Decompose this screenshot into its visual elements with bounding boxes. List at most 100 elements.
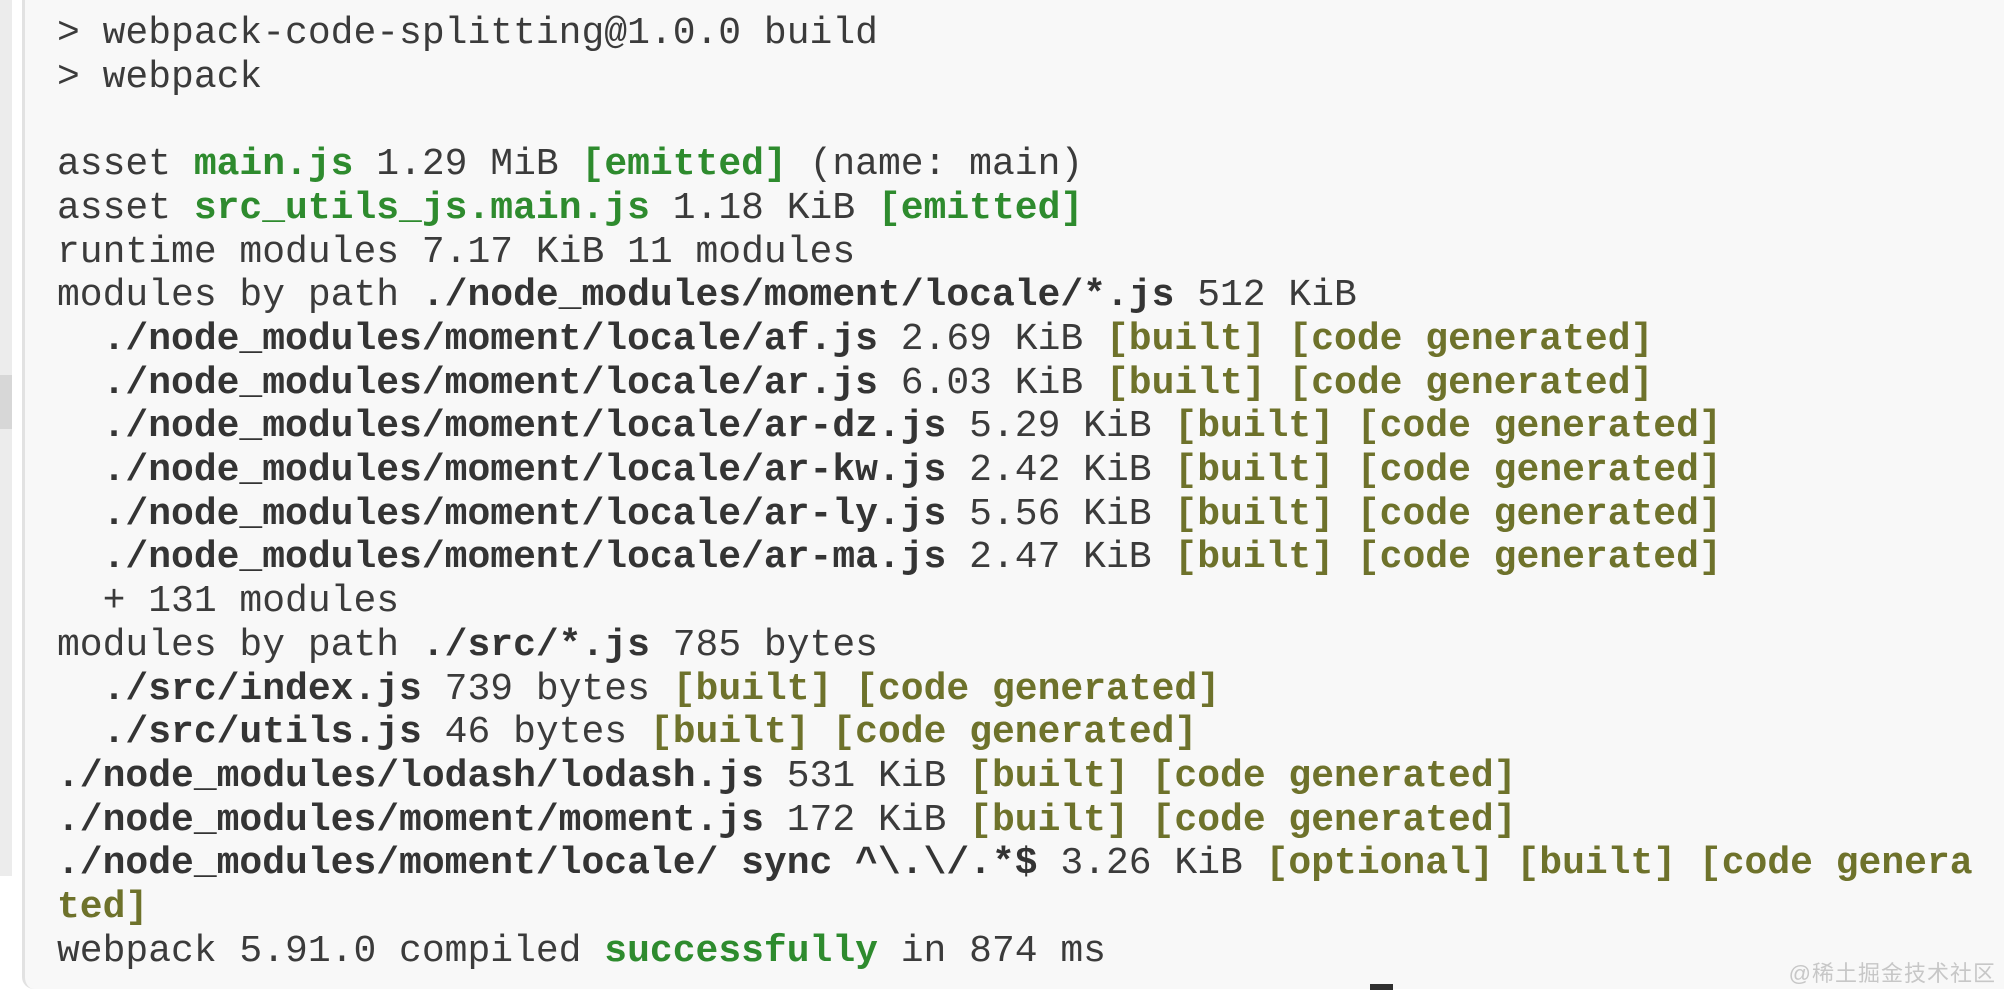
terminal-segment: modules by path: [57, 623, 422, 667]
terminal-segment: (name: main): [786, 143, 1084, 187]
terminal-segment: 172 KiB: [763, 798, 970, 842]
terminal-segment: [built]: [1174, 536, 1335, 580]
terminal-segment: [code generated]: [1356, 449, 1722, 493]
terminal-segment: [built]: [1174, 405, 1335, 449]
terminal-segment: [1266, 362, 1289, 405]
terminal-segment: ./node_modules/moment/locale/*.js: [421, 274, 1175, 318]
terminal-segment: [1129, 799, 1152, 842]
terminal-segment: [1334, 536, 1357, 579]
terminal-segment: 739 bytes: [421, 667, 673, 711]
terminal-segment: 3.26 KiB: [1037, 842, 1266, 886]
terminal-segment: [code generated]: [1356, 492, 1722, 536]
scrollbar-thumb[interactable]: [0, 375, 12, 429]
terminal-line: ./node_modules/lodash/lodash.js 531 KiB …: [57, 755, 2004, 799]
terminal-line: asset main.js 1.29 MiB [emitted] (name: …: [57, 143, 2004, 187]
terminal-line: asset src_utils_js.main.js 1.18 KiB [emi…: [57, 187, 2004, 231]
terminal-segment: [emitted]: [581, 143, 787, 187]
terminal-segment: ./src/utils.js: [102, 711, 422, 755]
terminal-segment: [emitted]: [877, 186, 1084, 230]
terminal-line: + 131 modules: [57, 580, 2004, 624]
terminal-segment: 5.29 KiB: [946, 405, 1175, 449]
terminal-segment: main.js: [193, 143, 354, 187]
terminal-segment: [1676, 842, 1699, 885]
terminal-segment: [57, 449, 103, 492]
terminal-segment: [810, 711, 833, 754]
terminal-segment: + 131 modules: [57, 580, 400, 624]
terminal-segment: ./node_modules/moment/locale/ar-dz.js: [102, 405, 947, 449]
terminal-segment: [57, 493, 103, 536]
terminal-segment: [code generated]: [1356, 536, 1722, 580]
terminal-line: ./node_modules/moment/locale/ar-kw.js 2.…: [57, 449, 2004, 493]
terminal-segment: [code generated]: [1151, 798, 1517, 842]
terminal-line: ./node_modules/moment/locale/ sync ^\.\/…: [57, 842, 2004, 886]
terminal-segment: 512 KiB: [1174, 274, 1357, 318]
terminal-segment: ./src/index.js: [102, 667, 422, 711]
terminal-segment: ./node_modules/moment/locale/af.js: [102, 317, 878, 361]
terminal-line: ./node_modules/moment/locale/ar-ly.js 5.…: [57, 493, 2004, 537]
terminal-line: modules by path ./node_modules/moment/lo…: [57, 274, 2004, 318]
terminal-segment: [code generated]: [855, 667, 1221, 711]
cursor-block: [1370, 984, 1393, 990]
terminal-line: ./node_modules/moment/locale/ar.js 6.03 …: [57, 362, 2004, 406]
terminal-segment: 5.56 KiB: [946, 492, 1175, 536]
terminal-segment: [built]: [1174, 492, 1335, 536]
terminal-segment: [57, 711, 103, 754]
terminal-segment: [built]: [1174, 449, 1335, 493]
terminal-segment: 2.42 KiB: [946, 449, 1175, 493]
terminal-segment: [1334, 449, 1357, 492]
terminal-segment: > webpack: [57, 55, 263, 99]
terminal-segment: 2.47 KiB: [946, 536, 1175, 580]
terminal-segment: src_utils_js.main.js: [193, 186, 650, 230]
terminal-segment: ./node_modules/moment/moment.js: [57, 798, 764, 842]
terminal-segment: ./node_modules/moment/locale/ar-ma.js: [102, 536, 947, 580]
terminal-segment: [code generated]: [832, 711, 1198, 755]
terminal-segment: ted]: [57, 886, 149, 930]
terminal-segment: 1.18 KiB: [649, 186, 878, 230]
terminal-segment: 46 bytes: [421, 711, 650, 755]
terminal-segment: [optional]: [1265, 842, 1494, 886]
terminal-segment: [built]: [1105, 317, 1266, 361]
terminal-segment: [code generated]: [1288, 317, 1654, 361]
terminal-segment: [1266, 318, 1289, 361]
terminal-segment: [57, 318, 103, 361]
terminal-segment: [832, 668, 855, 711]
terminal-segment: 6.03 KiB: [877, 361, 1106, 405]
terminal-line: > webpack-code-splitting@1.0.0 build: [57, 12, 2004, 56]
terminal-line: [57, 99, 2004, 143]
terminal-output: > webpack-code-splitting@1.0.0 build> we…: [25, 0, 2004, 973]
terminal-segment: [code generated]: [1288, 361, 1654, 405]
terminal-segment: > webpack-code-splitting@1.0.0 build: [57, 12, 878, 55]
terminal-segment: [57, 668, 103, 711]
terminal-line: ./src/utils.js 46 bytes [built] [code ge…: [57, 711, 2004, 755]
terminal-segment: runtime modules 7.17 KiB 11 modules: [57, 230, 856, 274]
terminal-segment: successfully: [604, 929, 878, 973]
terminal-line: runtime modules 7.17 KiB 11 modules: [57, 231, 2004, 275]
terminal-segment: [built]: [969, 798, 1129, 842]
scrollbar-track[interactable]: [0, 0, 12, 876]
watermark: @稀土掘金技术社区: [1788, 961, 1996, 986]
terminal-line: ./node_modules/moment/locale/ar-dz.js 5.…: [57, 405, 2004, 449]
terminal-segment: 1.29 MiB: [353, 143, 582, 187]
terminal-segment: 785 bytes: [649, 623, 878, 667]
terminal-line: ./node_modules/moment/locale/ar-ma.js 2.…: [57, 536, 2004, 580]
terminal-segment: asset: [57, 143, 194, 187]
terminal-line: ted]: [57, 886, 2004, 930]
terminal-line: webpack 5.91.0 compiled successfully in …: [57, 930, 2004, 974]
terminal-line: > webpack: [57, 56, 2004, 100]
terminal-segment: [built]: [672, 667, 833, 711]
terminal-segment: in 874 ms: [877, 929, 1106, 973]
terminal-segment: [1129, 755, 1152, 798]
terminal-segment: [code genera: [1698, 842, 1973, 886]
terminal-segment: ./node_modules/moment/locale/ar-ly.js: [102, 492, 947, 536]
code-block-panel: > webpack-code-splitting@1.0.0 build> we…: [22, 0, 2004, 989]
terminal-segment: ./node_modules/moment/locale/ar.js: [102, 361, 878, 405]
terminal-segment: modules by path: [57, 274, 422, 318]
terminal-segment: [code generated]: [1151, 754, 1517, 798]
terminal-segment: [57, 536, 103, 579]
terminal-line: ./node_modules/moment/locale/af.js 2.69 …: [57, 318, 2004, 362]
terminal-segment: webpack 5.91.0 compiled: [57, 929, 605, 973]
terminal-line: ./node_modules/moment/moment.js 172 KiB …: [57, 799, 2004, 843]
terminal-line: modules by path ./src/*.js 785 bytes: [57, 624, 2004, 668]
terminal-line: ./src/index.js 739 bytes [built] [code g…: [57, 668, 2004, 712]
terminal-segment: asset: [57, 186, 194, 230]
